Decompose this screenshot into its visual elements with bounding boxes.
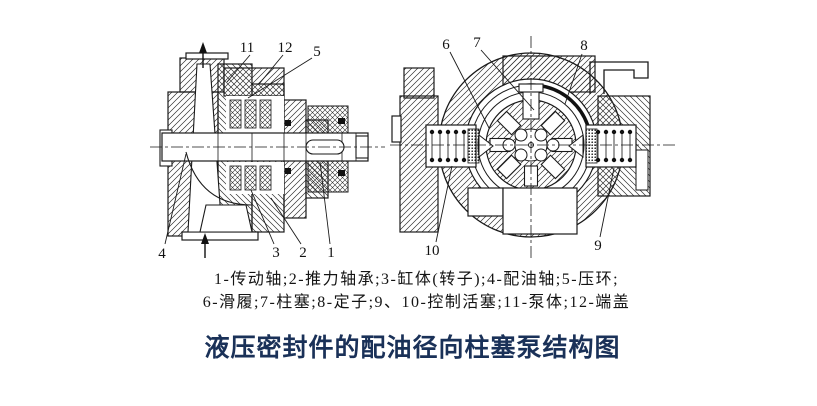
bottom-foot	[467, 187, 578, 235]
callout-4: 4	[158, 246, 166, 262]
flow-in-arrow-icon	[201, 233, 209, 258]
callout-5: 5	[313, 44, 321, 60]
seal-stack	[226, 96, 284, 194]
callout-9: 9	[594, 238, 602, 254]
callout-2: 2	[299, 245, 307, 261]
pump-structure-diagram: 11 12 5 4 3 2 1	[150, 35, 676, 262]
front-section-view: 6 7 8 10 9	[390, 35, 676, 260]
front-view-leader-lines	[435, 49, 615, 243]
control-piston-right	[568, 124, 637, 168]
callout-1: 1	[327, 245, 335, 261]
callout-8: 8	[580, 38, 588, 54]
callout-10: 10	[425, 243, 440, 259]
callout-3: 3	[272, 245, 280, 261]
inner-bore-detail	[185, 151, 253, 233]
legend-line-2: 6-滑履;7-柱塞;8-定子;9、10-控制活塞;11-泵体;12-端盖	[202, 294, 631, 311]
front-view-centerlines	[390, 36, 676, 260]
callout-11: 11	[240, 40, 254, 56]
side-section-view: 11 12 5 4 3 2 1	[150, 40, 385, 262]
legend-line-1: 1-传动轴;2-推力轴承;3-缸体(转子);4-配油轴;5-压环;	[213, 271, 620, 288]
callout-7: 7	[473, 35, 481, 51]
callout-12: 12	[278, 40, 293, 56]
parts-legend: 1-传动轴;2-推力轴承;3-缸体(转子);4-配油轴;5-压环; 6-滑履;7…	[8, 268, 817, 314]
mounting-bracket	[589, 61, 649, 94]
flow-out-arrow-icon	[199, 42, 207, 68]
side-view-leader-lines	[164, 54, 331, 245]
callout-6: 6	[442, 37, 450, 53]
control-piston-left	[425, 124, 494, 168]
figure-title: 液压密封件的配油径向柱塞泵结构图	[204, 334, 621, 362]
